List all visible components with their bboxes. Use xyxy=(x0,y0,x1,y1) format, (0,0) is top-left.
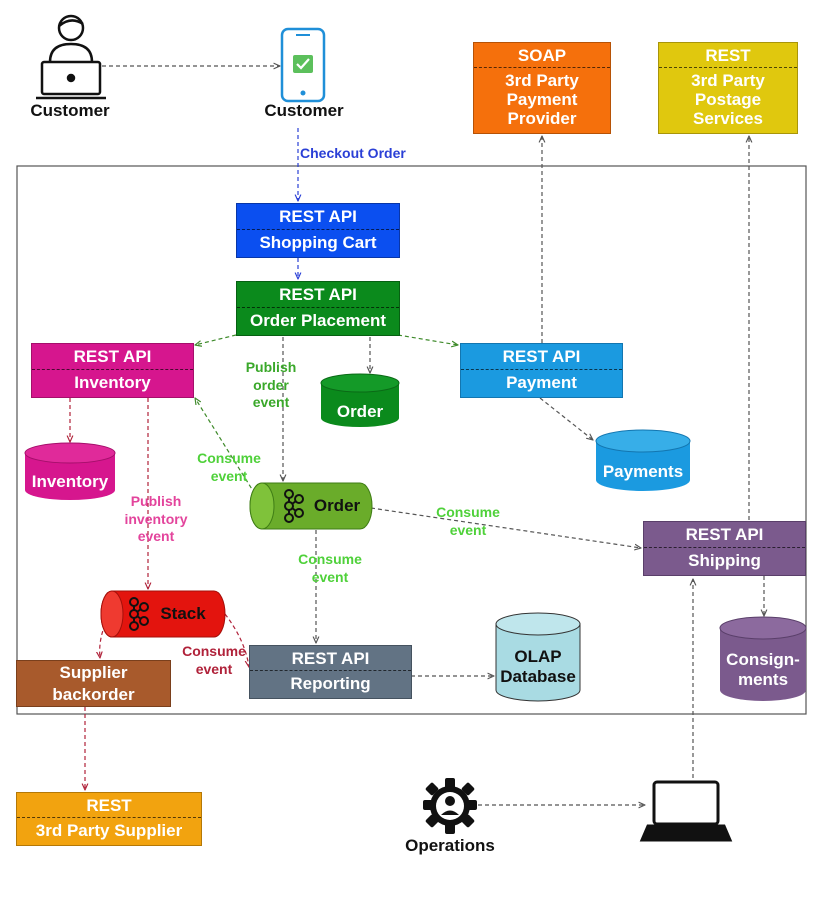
laptop-user-icon xyxy=(36,14,106,100)
topic-order-label: Order xyxy=(313,496,361,515)
edge-stack-reporting xyxy=(224,613,249,667)
db-inventory-label: Inventory xyxy=(31,472,109,491)
soap-line1: 3rd Party xyxy=(505,71,579,91)
db-order xyxy=(320,373,400,427)
consume-ship-line2: event xyxy=(449,521,487,538)
order-placement-service[interactable]: REST API Order Placement xyxy=(236,281,400,336)
soap-line3: Provider xyxy=(507,108,577,128)
shopping-cart-service[interactable]: REST API Shopping Cart xyxy=(236,203,400,258)
db-payments-label: Payments xyxy=(602,462,684,481)
customer-desktop-label: Customer xyxy=(30,101,110,120)
label-publish-order-event: Publish order event xyxy=(236,359,306,412)
soap-line2: Payment xyxy=(506,90,578,110)
gear-user-icon xyxy=(423,778,477,834)
db-olap-label: OLAP Database xyxy=(496,647,580,688)
order-placement-type: REST API xyxy=(237,282,399,308)
publish-order-line3: event xyxy=(252,394,290,410)
consignments-line2: ments xyxy=(737,670,789,690)
label-consume-stack: Consume event xyxy=(174,643,254,678)
topic-stack xyxy=(100,590,226,638)
supplier-name: 3rd Party Supplier xyxy=(35,821,183,841)
supplier-type: REST xyxy=(17,793,201,819)
consume-rep-line2: event xyxy=(311,568,349,585)
payment-name: Payment xyxy=(506,373,577,393)
shopping-cart-type: REST API xyxy=(237,204,399,230)
edge-consume-inventory xyxy=(195,398,256,495)
payment-service[interactable]: REST API Payment xyxy=(460,343,623,398)
edge-payment-db xyxy=(539,397,593,440)
postage-line3: Services xyxy=(693,108,763,128)
edge-order-shipping xyxy=(370,507,641,548)
inventory-service[interactable]: REST API Inventory xyxy=(31,343,194,398)
kafka-icon xyxy=(284,489,304,523)
shipping-service[interactable]: REST API Shipping xyxy=(643,521,806,576)
mobile-phone-icon xyxy=(280,27,326,103)
inventory-type: REST API xyxy=(32,344,193,370)
label-consume-inventory: Consume event xyxy=(190,450,268,485)
db-order-label: Order xyxy=(336,402,384,421)
backorder-line2: backorder xyxy=(52,684,135,704)
olap-line1: OLAP xyxy=(514,647,562,666)
postage-line2: Postage xyxy=(694,90,762,110)
soap-type: SOAP xyxy=(474,43,610,68)
olap-line2: Database xyxy=(500,667,576,687)
shopping-cart-name: Shopping Cart xyxy=(259,233,377,253)
rest-3rd-party-supplier[interactable]: REST 3rd Party Supplier xyxy=(16,792,202,846)
order-placement-name: Order Placement xyxy=(249,311,387,331)
shipping-name: Shipping xyxy=(688,551,761,571)
system-boundary xyxy=(16,165,807,715)
operations-label: Operations xyxy=(405,836,495,855)
publish-inv-line3: event xyxy=(137,528,175,544)
kafka-icon xyxy=(129,597,149,631)
label-checkout-order: Checkout Order xyxy=(300,145,406,161)
edge-order-inventory xyxy=(195,334,237,345)
soap-payment-provider[interactable]: SOAP 3rd Party Payment Provider xyxy=(473,42,611,134)
postage-line1: 3rd Party xyxy=(691,71,765,91)
reporting-name: Reporting xyxy=(290,674,371,694)
publish-inv-line2: inventory xyxy=(124,510,188,527)
label-consume-shipping: Consume event xyxy=(428,504,508,539)
db-payments xyxy=(595,429,691,491)
reporting-service[interactable]: REST API Reporting xyxy=(249,645,412,699)
topic-order xyxy=(249,482,373,530)
publish-order-line2: order xyxy=(253,376,289,393)
laptop-icon xyxy=(639,780,733,842)
consume-rep-line1: Consume xyxy=(298,551,362,567)
db-consignments-label: Consign- ments xyxy=(718,650,808,691)
publish-inv-line1: Publish xyxy=(130,493,182,509)
topic-stack-label: Stack xyxy=(160,604,206,623)
inventory-name: Inventory xyxy=(74,373,151,393)
payment-type: REST API xyxy=(461,344,622,370)
consume-stack-line2: event xyxy=(195,660,233,677)
label-consume-reporting: Consume event xyxy=(290,551,370,586)
customer-mobile-label: Customer xyxy=(264,101,344,120)
publish-order-line1: Publish xyxy=(245,359,297,375)
reporting-type: REST API xyxy=(250,646,411,672)
supplier-backorder[interactable]: Supplier backorder xyxy=(16,660,171,707)
db-inventory xyxy=(24,442,116,500)
edge-order-payment xyxy=(397,334,458,345)
db-consignments xyxy=(719,616,807,701)
rest-postage-services[interactable]: REST 3rd Party Postage Services xyxy=(658,42,798,134)
consume-stack-line1: Consume xyxy=(182,643,246,659)
db-olap xyxy=(495,612,581,702)
consume-inv-line2: event xyxy=(210,467,248,484)
backorder-line1: Supplier xyxy=(59,663,128,683)
shipping-type: REST API xyxy=(644,522,805,548)
consignments-line1: Consign- xyxy=(726,650,800,669)
label-publish-inventory-event: Publish inventory event xyxy=(115,493,197,546)
postage-type: REST xyxy=(659,43,797,68)
consume-ship-line1: Consume xyxy=(436,504,500,520)
consume-inv-line1: Consume xyxy=(197,450,261,466)
